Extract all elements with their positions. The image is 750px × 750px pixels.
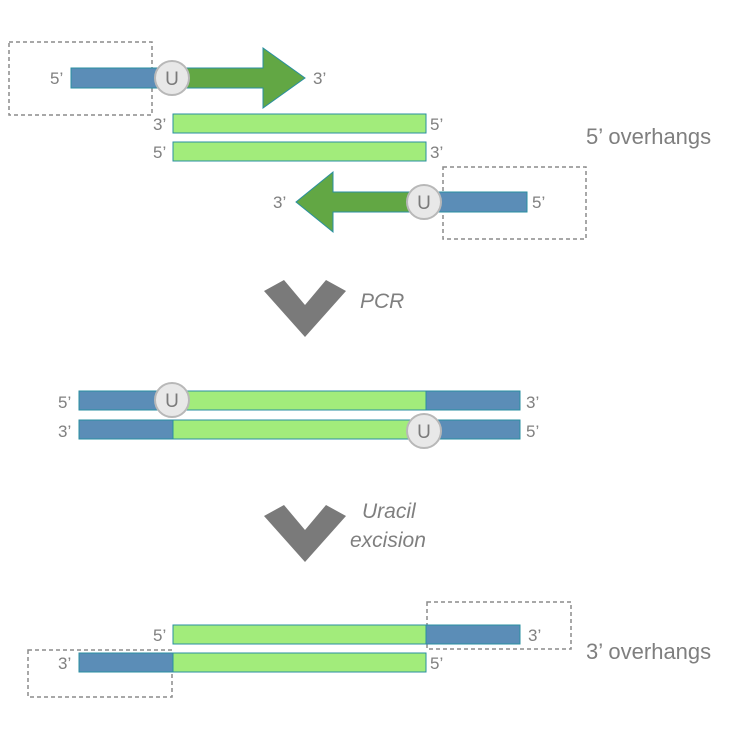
pcr-product-top-green — [172, 390, 427, 411]
chevron-down-icon-pcr — [264, 280, 346, 337]
uracil-label-pcr-bottom: U — [417, 422, 431, 443]
label-3prime-overhangs: 3’ overhangs — [586, 639, 711, 664]
pcr-product-bottom-left-blue — [78, 419, 174, 440]
final-top-blue-overhang — [425, 624, 521, 645]
final-bottom-green — [172, 652, 427, 673]
uracil-label-pcr-top: U — [165, 391, 179, 412]
dashed-box-forward-primer — [8, 41, 153, 116]
label-5prime-final-top-left: 5’ — [153, 626, 166, 645]
label-5prime-template-top-right: 5’ — [430, 115, 443, 134]
label-3prime-pcr-top-right: 3’ — [526, 393, 539, 412]
step-label-pcr: PCR — [360, 290, 404, 313]
label-5prime-pcr-bottom-right: 5’ — [526, 422, 539, 441]
label-3prime-final-bottom-left: 3’ — [58, 654, 71, 673]
template-strand-top — [172, 113, 427, 134]
template-strand-bottom — [172, 141, 427, 162]
label-5prime-pcr-top-left: 5’ — [58, 393, 71, 412]
step-label-uracil: Uracil — [362, 500, 417, 523]
label-3prime-pcr-bottom-left: 3’ — [58, 422, 71, 441]
label-3prime-forward: 3’ — [313, 69, 326, 88]
label-3prime-final-top-right: 3’ — [528, 626, 541, 645]
uracil-circle-pcr-bottom — [406, 413, 442, 449]
label-5prime-template-bottom-left: 5’ — [153, 143, 166, 162]
label-3prime-reverse: 3’ — [273, 193, 286, 212]
uracil-label-reverse: U — [417, 193, 431, 214]
label-3prime-template-top-left: 3’ — [153, 115, 166, 134]
uracil-label-forward: U — [165, 69, 179, 90]
chevron-down-icon-excision — [264, 505, 346, 562]
reverse-primer-arrow — [295, 170, 425, 234]
forward-primer-arrow — [170, 47, 306, 109]
uracil-circle-forward — [154, 60, 190, 96]
label-5prime-forward: 5’ — [50, 69, 63, 88]
uracil-circle-reverse — [406, 184, 442, 220]
label-5prime-reverse: 5’ — [532, 193, 545, 212]
final-bottom-blue-overhang — [78, 652, 174, 673]
pcr-product-bottom-green — [172, 419, 427, 440]
final-top-green — [172, 624, 427, 645]
label-5prime-overhangs: 5’ overhangs — [586, 124, 711, 149]
uracil-circle-pcr-top — [154, 382, 190, 418]
pcr-product-top-right-blue — [425, 390, 521, 411]
dashed-box-overhang-bottom — [27, 649, 173, 698]
label-3prime-template-bottom-right: 3’ — [430, 143, 443, 162]
step-label-excision: excision — [350, 529, 426, 552]
label-5prime-final-bottom-right: 5’ — [430, 654, 443, 673]
